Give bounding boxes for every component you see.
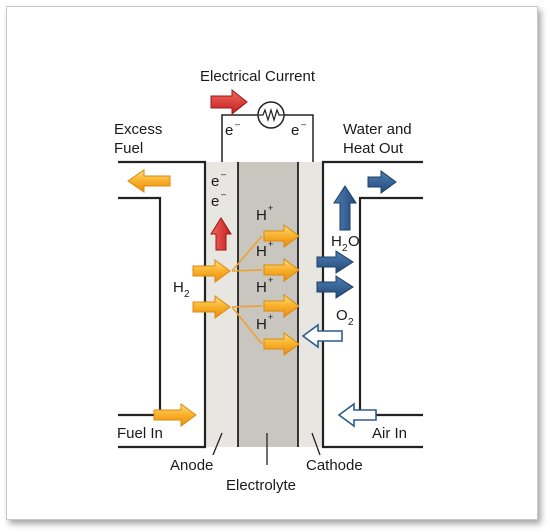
electron-label-anode-2: e –: [211, 189, 226, 210]
proton-label-4: H +: [256, 312, 273, 333]
svg-text:+: +: [268, 203, 273, 213]
svg-text:2: 2: [342, 243, 348, 254]
electrolyte-label: Electrolyte: [226, 477, 296, 494]
electron-up-arrow-icon: [210, 217, 232, 251]
water-label: H 2 O: [331, 233, 360, 254]
svg-text:H: H: [256, 207, 267, 224]
oxygen-arrow-icon: [301, 323, 343, 349]
svg-text:H: H: [256, 316, 267, 333]
proton-label-2: H +: [256, 239, 273, 260]
proton-arrow-icon-4: [263, 332, 300, 356]
hydrogen-arrow-icon-2: [192, 295, 231, 319]
svg-text:–: –: [235, 119, 240, 129]
svg-text:H: H: [331, 233, 342, 250]
svg-text:+: +: [268, 275, 273, 285]
hydrogen-arrow-icon-1: [192, 259, 231, 283]
hydrogen-label: H 2: [173, 279, 190, 300]
svg-text:O: O: [336, 307, 348, 324]
electron-label-anode-wire: e –: [225, 119, 240, 139]
svg-text:–: –: [221, 169, 226, 179]
svg-text:H: H: [256, 243, 267, 260]
svg-text:e: e: [211, 193, 219, 210]
svg-text:–: –: [221, 189, 226, 199]
electrical-current-label: Electrical Current: [200, 68, 316, 85]
water-out-arrow-icon: [367, 170, 397, 194]
oxygen-label: O 2: [336, 307, 354, 328]
svg-text:+: +: [268, 239, 273, 249]
proton-split-lines: [231, 235, 263, 345]
svg-text:H: H: [256, 279, 267, 296]
water-heat-label-line1: Water and: [343, 121, 412, 138]
external-circuit: [221, 114, 314, 162]
electron-label-anode-1: e –: [211, 169, 226, 190]
air-in-arrow-icon: [337, 402, 377, 428]
svg-text:e: e: [225, 122, 233, 139]
proton-arrow-icon-2: [263, 258, 300, 282]
cathode-band: [298, 162, 323, 447]
water-up-arrow-icon: [333, 185, 357, 231]
svg-text:e: e: [291, 122, 299, 139]
resistor-icon: [257, 101, 285, 129]
proton-arrow-icon-1: [263, 224, 300, 248]
svg-text:e: e: [211, 173, 219, 190]
label-leader-lines: [212, 432, 321, 465]
fuel-in-label: Fuel In: [117, 425, 163, 442]
excess-fuel-label-line1: Excess: [114, 121, 162, 138]
svg-text:O: O: [348, 233, 360, 250]
svg-text:H: H: [173, 279, 184, 296]
current-arrow-icon: [210, 88, 248, 116]
proton-arrow-icon-3: [263, 294, 300, 318]
proton-label-3: H +: [256, 275, 273, 296]
air-in-label: Air In: [372, 425, 407, 442]
svg-text:2: 2: [184, 289, 190, 300]
water-formed-arrow-icon-1: [316, 250, 354, 274]
anode-label: Anode: [170, 457, 213, 474]
svg-text:–: –: [301, 119, 306, 129]
excess-fuel-arrow-icon: [127, 169, 171, 193]
excess-fuel-label-line2: Fuel: [114, 140, 143, 157]
fuel-in-arrow-icon: [153, 403, 197, 427]
svg-text:+: +: [268, 312, 273, 322]
water-formed-arrow-icon-2: [316, 275, 354, 299]
proton-label-1: H +: [256, 203, 273, 224]
svg-text:2: 2: [348, 317, 354, 328]
electron-label-cathode-wire: e –: [291, 119, 306, 139]
water-heat-label-line2: Heat Out: [343, 140, 404, 157]
cathode-label: Cathode: [306, 457, 363, 474]
